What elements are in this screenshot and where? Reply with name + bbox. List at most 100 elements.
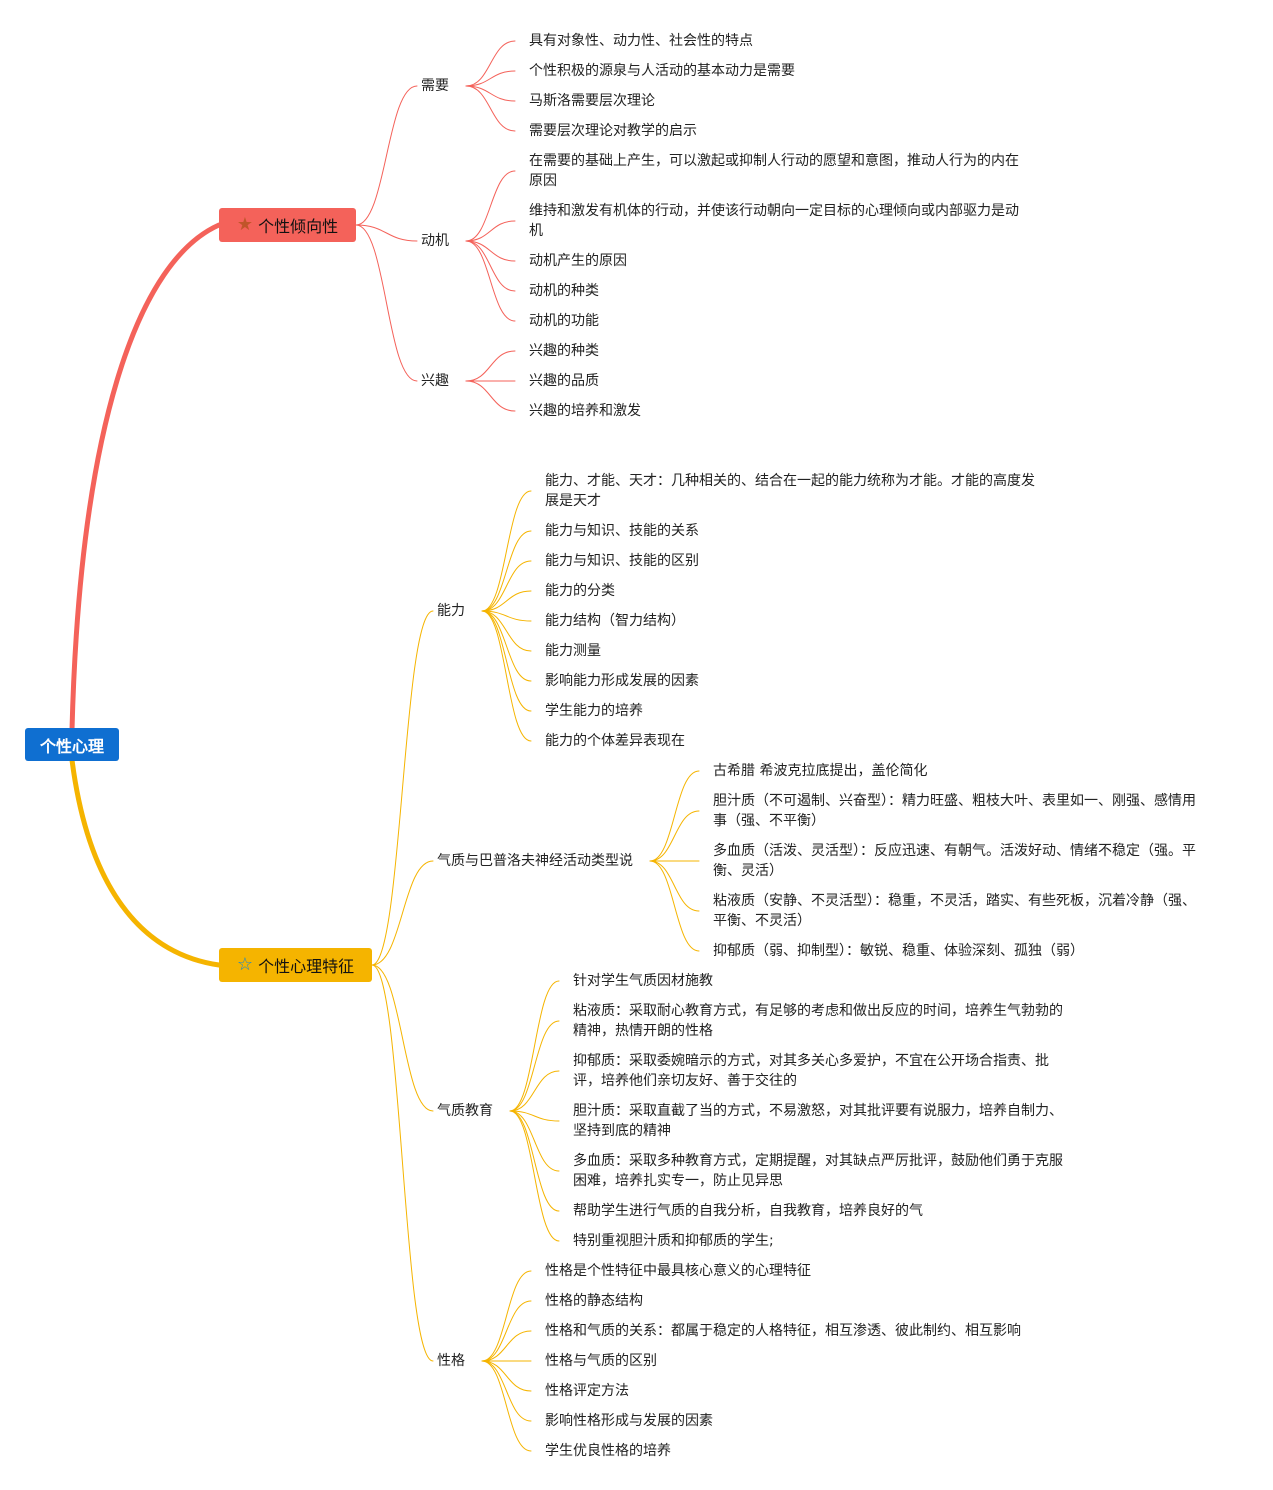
leaf-item[interactable]: 能力测量 xyxy=(545,643,601,659)
topic-ability[interactable]: 能力 xyxy=(437,603,465,619)
leaf-item[interactable]: 能力与知识、技能的区别 xyxy=(545,553,699,569)
topic-to-leaf-line xyxy=(649,860,700,952)
leaf-item[interactable]: 维持和激发有机体的行动，并使该行动朝向一定目标的心理倾向或内部驱力是动机 xyxy=(529,203,1019,239)
leaf-item[interactable]: 能力的分类 xyxy=(545,583,615,599)
leaf-item[interactable]: 能力与知识、技能的关系 xyxy=(545,523,699,539)
topic-to-leaf-line xyxy=(481,530,532,612)
branch-node-personality-tendency[interactable]: ★ 个性倾向性 xyxy=(219,208,356,242)
branch-node-personality-traits[interactable]: ☆ 个性心理特征 xyxy=(219,948,372,982)
branch-to-topic-line xyxy=(355,224,418,242)
leaf-item[interactable]: 粘液质：采取耐心教育方式，有足够的考虑和做出反应的时间，培养生气勃勃的精神，热情… xyxy=(573,1003,1063,1039)
leaf-item[interactable]: 动机的功能 xyxy=(529,313,599,329)
topic-to-leaf-line xyxy=(509,1110,560,1212)
topic-to-leaf-line xyxy=(481,610,532,712)
topic-interest[interactable]: 兴趣 xyxy=(421,373,449,389)
leaf-item[interactable]: 性格是个性特征中最具核心意义的心理特征 xyxy=(545,1263,811,1279)
topic-temperament-pavlov[interactable]: 气质与巴普洛夫神经活动类型说 xyxy=(437,853,633,869)
topic-to-leaf-line xyxy=(481,1300,532,1362)
topic-to-leaf-line xyxy=(465,220,516,242)
topic-to-leaf-line xyxy=(481,610,532,742)
leaf-item[interactable]: 个性积极的源泉与人活动的基本动力是需要 xyxy=(529,63,795,79)
topic-to-leaf-line xyxy=(465,170,516,242)
leaf-item[interactable]: 在需要的基础上产生，可以激起或抑制人行动的愿望和意图，推动人行为的内在原因 xyxy=(529,153,1019,189)
leaf-item[interactable]: 兴趣的种类 xyxy=(529,343,599,359)
topic-to-leaf-line xyxy=(465,85,516,102)
topic-to-leaf-line xyxy=(509,1110,560,1122)
root-to-branch-line xyxy=(69,757,222,968)
root-to-branch-line xyxy=(69,222,222,733)
branch-to-topic-line xyxy=(371,860,434,966)
branch-to-topic-line xyxy=(355,85,418,226)
leaf-item[interactable]: 马斯洛需要层次理论 xyxy=(529,93,655,109)
leaf-item[interactable]: 特别重视胆汁质和抑郁质的学生; xyxy=(573,1233,774,1249)
topic-to-leaf-line xyxy=(649,770,700,862)
leaf-item[interactable]: 学生能力的培养 xyxy=(545,703,643,719)
topic-to-leaf-line xyxy=(465,240,516,262)
leaf-item[interactable]: 多血质：采取多种教育方式，定期提醒，对其缺点严厉批评，鼓励他们勇于克服困难，培养… xyxy=(573,1153,1063,1189)
topic-to-leaf-line xyxy=(465,85,516,132)
leaf-item[interactable]: 性格的静态结构 xyxy=(545,1293,643,1309)
topic-to-leaf-line xyxy=(465,240,516,322)
root-node[interactable]: 个性心理 xyxy=(25,728,119,761)
branch-label: 个性心理特征 xyxy=(258,957,355,976)
leaf-item[interactable]: 针对学生气质因材施教 xyxy=(573,973,713,989)
branch-to-topic-line xyxy=(371,964,434,1112)
leaf-item[interactable]: 学生优良性格的培养 xyxy=(545,1443,671,1459)
topic-character[interactable]: 性格 xyxy=(437,1353,465,1369)
topic-to-leaf-line xyxy=(649,860,700,912)
leaf-item[interactable]: 抑郁质（弱、抑制型）：敏锐、稳重、体验深刻、孤独（弱） xyxy=(713,943,1084,959)
leaf-item[interactable]: 具有对象性、动力性、社会性的特点 xyxy=(529,33,753,49)
outline-star-icon: ☆ xyxy=(236,954,254,975)
topic-temperament-education[interactable]: 气质教育 xyxy=(437,1103,493,1119)
topic-to-leaf-line xyxy=(465,40,516,87)
leaf-item[interactable]: 粘液质（安静、不灵活型）：稳重，不灵活，踏实、有些死板，沉着冷静（强、平衡、不灵… xyxy=(713,893,1196,929)
leaf-item[interactable]: 需要层次理论对教学的启示 xyxy=(529,123,697,139)
leaf-item[interactable]: 性格和气质的关系：都属于稳定的人格特征，相互渗透、彼此制约、相互影响 xyxy=(545,1323,1021,1339)
topic-to-leaf-line xyxy=(481,560,532,612)
leaf-item[interactable]: 动机的种类 xyxy=(529,283,599,299)
leaf-item[interactable]: 动机产生的原因 xyxy=(529,253,627,269)
topic-to-leaf-line xyxy=(481,490,532,612)
topic-to-leaf-line xyxy=(481,1360,532,1452)
branch-label: 个性倾向性 xyxy=(258,217,339,236)
branch-to-topic-line xyxy=(355,224,418,382)
topic-to-leaf-line xyxy=(481,1270,532,1362)
topic-motive[interactable]: 动机 xyxy=(421,233,449,249)
topic-to-leaf-line xyxy=(465,240,516,292)
topic-to-leaf-line xyxy=(481,590,532,612)
leaf-item[interactable]: 兴趣的品质 xyxy=(529,373,599,389)
topic-to-leaf-line xyxy=(481,1360,532,1422)
leaf-item[interactable]: 性格评定方法 xyxy=(545,1383,629,1399)
leaf-item[interactable]: 性格与气质的区别 xyxy=(545,1353,657,1369)
leaf-item[interactable]: 能力结构（智力结构） xyxy=(545,613,685,629)
topic-to-leaf-line xyxy=(465,380,516,412)
topic-to-leaf-line xyxy=(509,980,560,1112)
topic-to-leaf-line xyxy=(509,1020,560,1112)
topic-need[interactable]: 需要 xyxy=(421,78,449,94)
topic-to-leaf-line xyxy=(481,1330,532,1362)
leaf-item[interactable]: 能力、才能、天才：几种相关的、结合在一起的能力统称为才能。才能的高度发展是天才 xyxy=(545,473,1035,509)
leaf-item[interactable]: 多血质（活泼、灵活型）：反应迅速、有朝气。活泼好动、情绪不稳定（强。平衡、灵活） xyxy=(713,843,1196,879)
branch-to-topic-line xyxy=(371,610,434,966)
branch-to-topic-line xyxy=(371,964,434,1362)
leaf-item[interactable]: 古希腊 希波克拉底提出，盖伦简化 xyxy=(713,763,928,779)
leaf-item[interactable]: 能力的个体差异表现在 xyxy=(545,733,685,749)
leaf-item[interactable]: 兴趣的培养和激发 xyxy=(529,403,641,419)
topic-to-leaf-line xyxy=(509,1070,560,1112)
topic-to-leaf-line xyxy=(481,610,532,652)
root-label: 个性心理 xyxy=(39,736,104,756)
leaf-item[interactable]: 影响性格形成与发展的因素 xyxy=(545,1413,713,1429)
leaf-item[interactable]: 帮助学生进行气质的自我分析，自我教育，培养良好的气 xyxy=(573,1203,923,1219)
leaf-item[interactable]: 胆汁质：采取直截了当的方式，不易激怒，对其批评要有说服力，培养自制力、坚持到底的… xyxy=(573,1103,1063,1139)
topic-to-leaf-line xyxy=(649,810,700,862)
leaf-item[interactable]: 抑郁质：采取委婉暗示的方式，对其多关心多爱护，不宜在公开场合指责、批评，培养他们… xyxy=(573,1053,1049,1089)
topic-to-leaf-line xyxy=(481,610,532,682)
topic-to-leaf-line xyxy=(481,1360,532,1392)
topic-to-leaf-line xyxy=(465,350,516,382)
topic-to-leaf-line xyxy=(509,1110,560,1242)
topic-to-leaf-line xyxy=(465,70,516,87)
filled-star-icon: ★ xyxy=(236,214,254,235)
leaf-item[interactable]: 影响能力形成发展的因素 xyxy=(545,673,699,689)
leaf-item[interactable]: 胆汁质（不可遏制、兴奋型）：精力旺盛、粗枝大叶、表里如一、刚强、感情用事（强、不… xyxy=(713,793,1196,829)
